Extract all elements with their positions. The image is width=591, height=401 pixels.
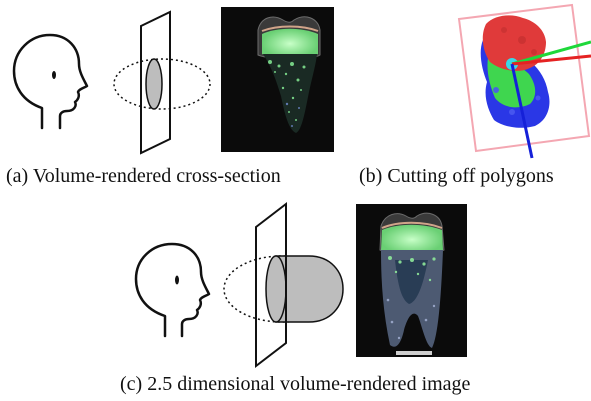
dotted-volume-ellipse: [113, 58, 211, 110]
volume-render-a: [221, 7, 334, 152]
head-profile-icon: [12, 33, 89, 130]
cross-section-ellipse: [145, 58, 163, 110]
caption-c: (c) 2.5 dimensional volume-rendered imag…: [120, 373, 471, 395]
half-volume-solid: [275, 255, 344, 323]
mesh-red: [482, 15, 546, 71]
eye-icon: [175, 275, 179, 285]
axis-red: [511, 54, 591, 66]
head-profile-icon: [134, 242, 211, 338]
axis-blue: [510, 63, 534, 159]
panel-c: [134, 201, 467, 369]
cutting-frame: [457, 3, 591, 153]
caption-a: (a) Volume-rendered cross-section: [6, 165, 281, 187]
mesh-green: [487, 58, 536, 108]
panel-b: [457, 3, 591, 159]
volume-render-c: [356, 204, 467, 357]
caption-b: (b) Cutting off polygons: [359, 165, 554, 187]
cross-section-ellipse: [265, 255, 287, 323]
panel-a: [12, 7, 334, 155]
axis-green: [511, 40, 591, 66]
eye-icon: [52, 71, 56, 79]
cutting-plane: [140, 10, 171, 155]
cutting-plane: [255, 201, 287, 369]
